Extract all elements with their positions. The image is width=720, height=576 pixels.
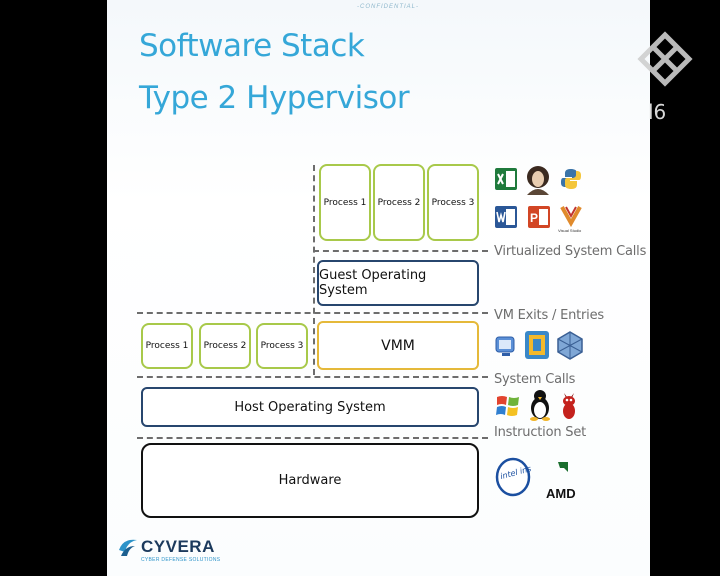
host-process-1: Process 1 (141, 323, 193, 369)
svg-text:P: P (530, 211, 538, 225)
visual-studio-icon (560, 206, 582, 227)
linux-tux-icon (530, 390, 550, 421)
channel-logo-icon (637, 31, 693, 87)
slide: -CONFIDENTIAL- Software Stack Type 2 Hyp… (107, 0, 650, 576)
virtualbox-icon (557, 331, 583, 360)
windows-icon (496, 396, 519, 416)
vmware-icon (525, 331, 549, 359)
guest-process-2: Process 2 (373, 164, 425, 241)
bsd-daemon-icon (563, 393, 575, 419)
word-icon (495, 206, 517, 228)
guest-os-box: Guest Operating System (317, 260, 479, 306)
instruction-set-label: Instruction Set (494, 425, 587, 440)
powerpoint-icon: P (528, 206, 550, 228)
vm-boundary-line (313, 165, 315, 375)
vm-exits-label: VM Exits / Entries (494, 308, 604, 323)
cyvera-logo-icon (119, 539, 137, 556)
amd-icon: AMD (546, 462, 576, 500)
brand-name: CYVERA (141, 537, 215, 556)
brand-tagline: CYBER DEFENSE SOLUTIONS (141, 557, 221, 563)
guest-process-3: Process 3 (427, 164, 479, 241)
intel-inside-icon: intel inside (495, 457, 531, 497)
host-os-box: Host Operating System (141, 387, 479, 427)
slide-subtitle: Type 2 Hypervisor (139, 80, 410, 116)
portrait-icon (527, 166, 549, 195)
vm-exits-line (137, 312, 488, 314)
hardware-box: Hardware (141, 443, 479, 518)
instruction-set-line (137, 437, 488, 439)
vmm-box: VMM (317, 321, 479, 370)
confidential-label: -CONFIDENTIAL- (357, 4, 419, 10)
host-process-2: Process 2 (199, 323, 251, 369)
slide-title: Software Stack (139, 28, 365, 64)
guest-process-1: Process 1 (319, 164, 371, 241)
excel-icon (495, 168, 517, 190)
visual-studio-caption: Visual Studio (558, 228, 582, 233)
system-calls-line (137, 376, 488, 378)
channel-text: l6 (648, 100, 667, 124)
system-calls-label: System Calls (494, 372, 576, 387)
host-process-3: Process 3 (256, 323, 308, 369)
virtual-pc-icon (495, 336, 515, 356)
virtualized-calls-line (313, 250, 488, 252)
python-icon (561, 169, 581, 189)
virtualized-calls-label: Virtualized System Calls (494, 244, 647, 259)
amd-logo-text: AMD (546, 486, 576, 500)
